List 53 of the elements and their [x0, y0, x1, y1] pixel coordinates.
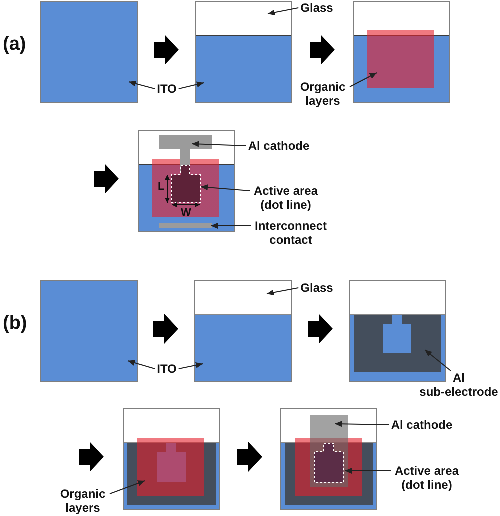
ito-layer — [195, 315, 291, 381]
block-arrow — [154, 314, 178, 344]
callout-label: Al sub-electrode — [416, 371, 500, 399]
substrate-panel — [40, 280, 138, 382]
leader-line — [334, 421, 390, 428]
callout-label: ITO — [157, 82, 177, 96]
callout-label: Organic layers — [58, 487, 108, 515]
callout-label: Organic layers — [298, 80, 348, 108]
callout-label: Active area (dot line) — [393, 464, 461, 492]
callout-label: Active area (dot line) — [252, 184, 320, 212]
block-arrow — [308, 314, 333, 344]
leader-line — [178, 82, 204, 90]
active-area — [171, 165, 201, 203]
dimension-label: W — [181, 207, 192, 220]
substrate-panel — [349, 280, 446, 382]
glass-layer — [194, 280, 292, 315]
block-arrow — [79, 442, 104, 472]
substrate-panel — [40, 1, 138, 103]
substrate-panel — [123, 408, 220, 510]
substrate-panel — [353, 1, 450, 103]
callout-label: Al cathode — [391, 418, 453, 432]
substrate-panel — [194, 280, 292, 382]
block-arrow — [94, 164, 119, 194]
leader-line — [128, 360, 156, 370]
panel-label: (b) — [3, 314, 28, 335]
leader-line — [192, 141, 247, 148]
substrate-panel — [280, 408, 377, 510]
organic-layer — [367, 30, 434, 88]
block-arrow — [238, 442, 262, 472]
callout-label: Interconnect contact — [253, 219, 329, 247]
callout-label: ITO — [157, 362, 177, 376]
panel-label: (a) — [3, 35, 26, 56]
dimension-label: L — [158, 181, 165, 194]
leader-line — [210, 223, 252, 229]
cathode-electrode — [159, 135, 212, 173]
substrate-panel — [138, 130, 235, 232]
organic-layer — [137, 438, 204, 496]
active-area — [314, 443, 344, 483]
ito-layer — [196, 36, 291, 102]
block-arrow — [310, 35, 335, 65]
substrate-panel — [195, 1, 292, 103]
sub-electrode — [354, 315, 441, 372]
block-arrow — [154, 35, 179, 65]
leader-line — [128, 80, 156, 90]
callout-label: Al cathode — [248, 139, 310, 153]
leader-line — [344, 468, 392, 474]
glass-layer — [195, 1, 292, 36]
callout-label: Glass — [300, 1, 334, 15]
leader-line — [200, 184, 250, 192]
contact-strip — [159, 223, 212, 228]
cathode-electrode — [310, 415, 348, 487]
leader-line — [178, 362, 204, 370]
callout-label: Glass — [300, 281, 334, 295]
